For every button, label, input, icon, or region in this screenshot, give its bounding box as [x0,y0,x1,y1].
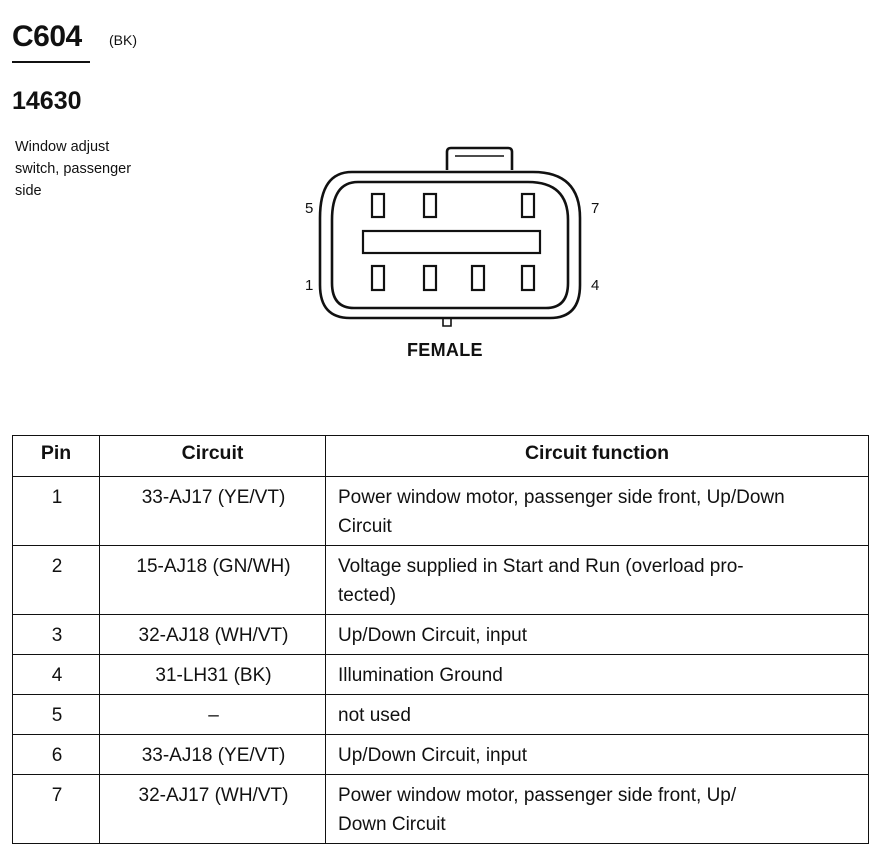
pin-cell: 6 [12,734,100,775]
connector-id: C604 [12,20,82,53]
table-row: 4 31-LH31 (BK) Illumination Ground [12,654,869,695]
table-row: 3 32-AJ18 (WH/VT) Up/Down Circuit, input [12,614,869,655]
function-line: Down Circuit [338,814,446,835]
terminal-cavity-5 [370,192,386,219]
terminal-cavity-4 [520,264,536,292]
terminal-cavity-2 [422,264,438,292]
function-line: not used [338,705,411,726]
function-line: Up/Down Circuit, input [338,745,528,766]
pin-label-top-left: 5 [305,200,314,217]
pin-label-bottom-left: 1 [305,277,314,294]
header-function: Circuit function [325,435,869,477]
function-line: tected) [338,585,397,606]
pin-label-top-right: 7 [591,200,600,217]
function-cell: Illumination Ground [325,654,869,695]
function-cell: Power window motor, passenger side front… [325,774,869,844]
function-cell: not used [325,694,869,735]
pin-cell: 5 [12,694,100,735]
header-circuit: Circuit [99,435,326,477]
center-key-bar [361,229,542,255]
circuit-cell: 15-AJ18 (GN/WH) [99,545,326,615]
connector-description: Window adjust switch, passenger side [15,136,185,202]
connector-color: (BK) [109,32,137,48]
pin-cell: 3 [12,614,100,655]
connector-housing-inner [330,180,570,310]
terminal-cavity-6 [422,192,438,219]
pin-label-bottom-right: 4 [591,277,600,294]
function-line: Power window motor, passenger side front… [338,487,785,508]
circuit-cell: – [99,694,326,735]
connector-gender: FEMALE [407,340,483,360]
circuit-cell: 33-AJ17 (YE/VT) [99,476,326,546]
table-row: 2 15-AJ18 (GN/WH) Voltage supplied in St… [12,545,869,615]
function-line: Illumination Ground [338,665,503,686]
table-row: 5 – not used [12,694,869,735]
description-line: Window adjust [15,139,110,155]
pin-cell: 1 [12,476,100,546]
pin-cell: 2 [12,545,100,615]
function-cell: Up/Down Circuit, input [325,614,869,655]
terminal-cavity-3 [470,264,486,292]
table-row: 1 33-AJ17 (YE/VT) Power window motor, pa… [12,476,869,546]
pin-cell: 7 [12,774,100,844]
circuit-cell: 32-AJ17 (WH/VT) [99,774,326,844]
function-line: Circuit [338,516,392,537]
connector-latch [445,146,514,170]
description-line: side [15,183,42,199]
table-row: 7 32-AJ17 (WH/VT) Power window motor, pa… [12,774,869,844]
terminal-cavity-1 [370,264,386,292]
function-cell: Power window motor, passenger side front… [325,476,869,546]
connector-id-underline [12,61,90,63]
terminal-cavity-7 [520,192,536,219]
function-line: Voltage supplied in Start and Run (overl… [338,556,744,577]
function-line: Power window motor, passenger side front… [338,785,737,806]
function-cell: Voltage supplied in Start and Run (overl… [325,545,869,615]
function-cell: Up/Down Circuit, input [325,734,869,775]
pinout-table: Pin Circuit Circuit function 1 33-AJ17 (… [12,435,869,844]
pin-cell: 4 [12,654,100,695]
circuit-cell: 33-AJ18 (YE/VT) [99,734,326,775]
table-row: 6 33-AJ18 (YE/VT) Up/Down Circuit, input [12,734,869,775]
part-number: 14630 [12,87,82,115]
function-line: Up/Down Circuit, input [338,625,528,646]
header-pin: Pin [12,435,100,477]
circuit-cell: 31-LH31 (BK) [99,654,326,695]
connector-face-diagram [318,146,582,327]
connector-key-notch [442,318,452,327]
table-header-row: Pin Circuit Circuit function [12,435,869,477]
description-line: switch, passenger [15,161,132,177]
connector-housing-outer [318,170,582,320]
circuit-cell: 32-AJ18 (WH/VT) [99,614,326,655]
